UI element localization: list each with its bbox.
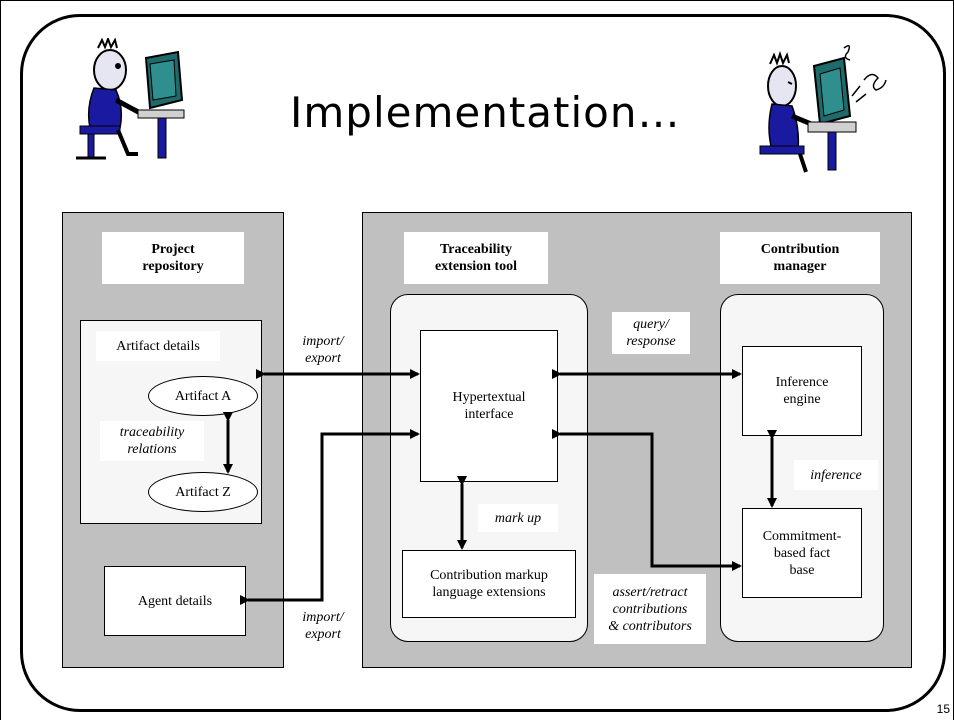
artifact-z-node: Artifact Z [148, 472, 258, 512]
person-at-computer-icon [76, 38, 185, 160]
traceability-tool-title: Traceability extension tool [404, 232, 548, 284]
fact-base-box: Commitment- based fact base [742, 508, 862, 598]
slide-number: 15 [936, 702, 950, 716]
import-export-bottom-label: import/ export [294, 606, 352, 646]
contribution-manager-title: Contribution manager [720, 232, 880, 284]
import-export-top-label: import/ export [294, 330, 352, 370]
assert-retract-label: assert/retract contributions & contribut… [594, 574, 706, 644]
inference-label: inference [794, 460, 878, 490]
traceability-relations-label: traceability relations [100, 421, 204, 461]
artifact-details-label: Artifact details [96, 331, 220, 361]
slide-frame [20, 14, 946, 712]
frustrated-person-at-computer-icon [759, 45, 887, 173]
hypertextual-interface-box: Hypertextual interface [420, 330, 558, 482]
slide-title: Implementation… [290, 88, 681, 137]
markup-extensions-box: Contribution markup language extensions [402, 550, 576, 618]
agent-details-box: Agent details [104, 566, 246, 636]
inference-engine-box: Inference engine [742, 346, 862, 436]
mark-up-label: mark up [478, 504, 558, 532]
query-response-label: query/ response [612, 312, 690, 354]
project-repository-title: Project repository [102, 232, 244, 284]
artifact-a-node: Artifact A [148, 376, 258, 416]
